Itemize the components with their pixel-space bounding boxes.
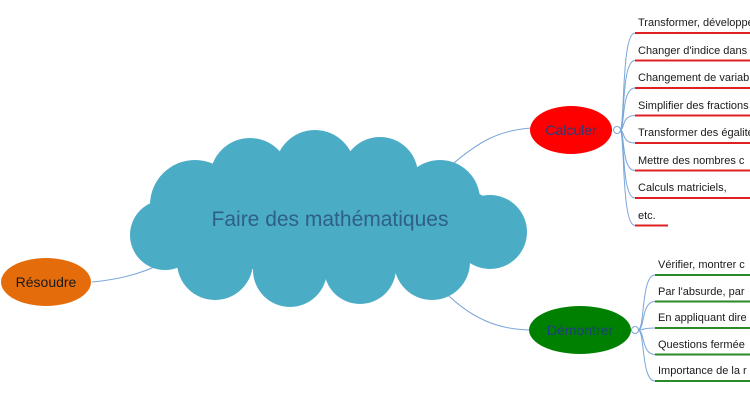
topic-demontrer[interactable]: Démontrer: [529, 306, 631, 354]
demontrer-leaf[interactable]: Vérifier, montrer c: [658, 259, 745, 271]
calculer-leaf[interactable]: Mettre des nombres c: [638, 154, 745, 167]
calculer-leaf[interactable]: Calculs matriciels,: [638, 182, 727, 194]
connector-central-calculer: [447, 127, 533, 169]
calculer-connector: [619, 87, 636, 131]
demontrer-leaf[interactable]: Importance de la r: [658, 365, 747, 377]
central-topic-label: Faire des mathématiques: [212, 208, 449, 231]
demontrer-leaf[interactable]: En appliquant dire: [658, 312, 747, 324]
calculer-connector: [619, 129, 636, 226]
demontrer-connector: [637, 274, 656, 331]
calculer-connector: [619, 115, 636, 131]
calculer-leaf[interactable]: Transformer, développer: [638, 17, 750, 29]
topic-resoudre[interactable]: Résoudre: [1, 258, 91, 306]
calculer-leaf[interactable]: Simplifier des fractions: [638, 99, 749, 112]
calculer-branches: [619, 32, 750, 227]
central-topic[interactable]: Faire des mathématiques: [130, 130, 527, 307]
calculer-leaf[interactable]: Changer d'indice dans: [638, 44, 748, 57]
demontrer-leaf[interactable]: Par l'absurde, par: [658, 285, 745, 298]
collapse-toggle-demontrer[interactable]: [631, 326, 639, 334]
calculer-leaf[interactable]: Changement de variable: [638, 72, 750, 84]
calculer-leaf[interactable]: etc.: [638, 209, 656, 222]
topic-calculer[interactable]: Calculer: [530, 106, 612, 154]
demontrer-connector: [637, 329, 656, 382]
demontrer-branches: [637, 274, 750, 382]
topic-calculer-label: Calculer: [545, 122, 597, 138]
calculer-leaf[interactable]: Transformer des égalités: [638, 127, 750, 139]
demontrer-leaf[interactable]: Questions fermée: [658, 338, 745, 351]
topic-demontrer-label: Démontrer: [547, 322, 613, 338]
topic-resoudre-label: Résoudre: [16, 274, 77, 290]
demontrer-connector: [637, 301, 656, 331]
collapse-toggle-calculer[interactable]: [613, 126, 621, 134]
